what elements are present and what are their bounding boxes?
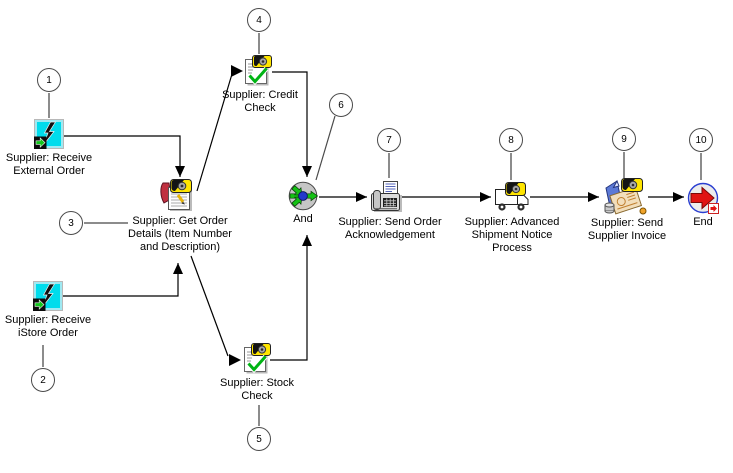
- document-check-icon[interactable]: [244, 55, 272, 91]
- node-label-receive-external-order: Supplier: Receive External Order: [5, 152, 93, 177]
- node-label-end: End: [693, 216, 713, 228]
- truck-icon[interactable]: [494, 182, 530, 218]
- node-label-get-order-details: Supplier: Get Order Details (Item Number…: [128, 215, 232, 253]
- end-icon[interactable]: [687, 182, 719, 219]
- callout-2: 2: [31, 368, 55, 392]
- lightning-receive-icon[interactable]: [33, 281, 63, 316]
- callout-stems: [42, 33, 702, 426]
- document-check-icon[interactable]: [243, 343, 271, 379]
- node-label-stock-check: Supplier: Stock Check: [220, 377, 294, 402]
- callout-3: 3: [59, 211, 83, 235]
- fax-icon[interactable]: [370, 180, 402, 218]
- callout-6-stem: [315, 115, 336, 181]
- notepad-function-icon[interactable]: [156, 178, 196, 217]
- node-label-send-order-acknowledgement: Supplier: Send Order Acknowledgement: [338, 216, 442, 241]
- node-label-send-supplier-invoice: Supplier: Send Supplier Invoice: [587, 217, 667, 242]
- callout-10: 10: [689, 128, 713, 152]
- callout-6: 6: [329, 93, 353, 117]
- node-label-receive-istore-order: Supplier: Receive iStore Order: [4, 314, 92, 339]
- callout-4: 4: [247, 8, 271, 32]
- callout-9: 9: [612, 127, 636, 151]
- node-label-and-join: And: [293, 213, 313, 225]
- callout-5: 5: [247, 427, 271, 451]
- node-label-advanced-shipment-notice: Supplier: Advanced Shipment Notice Proce…: [464, 216, 560, 254]
- invoice-icon[interactable]: [602, 178, 648, 221]
- node-label-credit-check: Supplier: Credit Check: [222, 89, 298, 114]
- and-join-icon[interactable]: [288, 181, 319, 216]
- flow-arrows: [63, 71, 684, 361]
- callout-8: 8: [499, 128, 523, 152]
- lightning-receive-icon[interactable]: [34, 119, 64, 154]
- callout-1: 1: [37, 68, 61, 92]
- callout-7: 7: [377, 128, 401, 152]
- diagonal-arrowheads: [229, 65, 243, 366]
